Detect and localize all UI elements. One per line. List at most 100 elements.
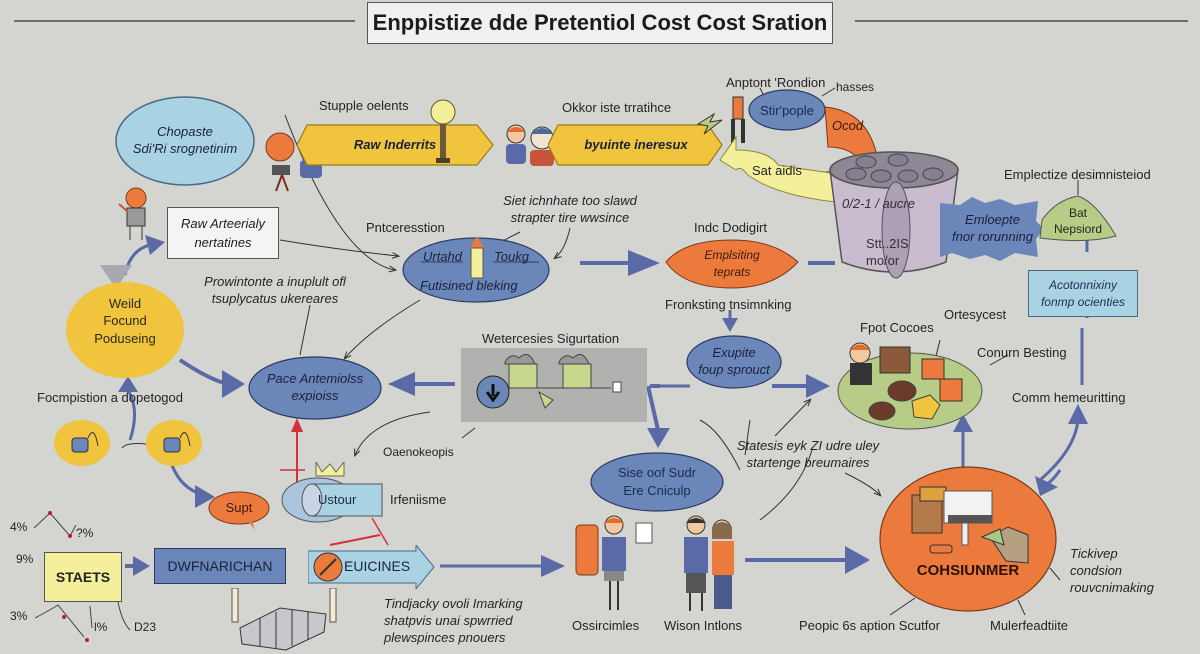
siet-line1: Siet ichnhate too slawd (503, 193, 637, 208)
comm-hemeuritting-label: Comm hemeuritting (1012, 390, 1126, 405)
pencil-icon (470, 236, 484, 279)
siet-label: Siet ichnhate too slawd strapter tire ww… (490, 193, 650, 227)
funnel-arrow-icon (100, 265, 132, 289)
tickivep-line1: Tickivep (1070, 546, 1118, 561)
percent-4: 4% (10, 520, 28, 534)
oaenokeopis-label: Oaenokeopis (383, 445, 454, 459)
emloepte-line2: fnor rorunning (952, 229, 1033, 244)
wetercesies-panel (461, 348, 647, 422)
statesis-line2: startenge breumaires (746, 454, 870, 470)
lightbulb-icon (430, 99, 456, 163)
sise-oof-line1: Sise oof Sudr (617, 464, 697, 480)
statesis-line1: Statesis eyk ZI udre uley (736, 438, 880, 453)
fronksting-label: Fronksting tnsimnking (665, 297, 792, 312)
sat-aidis-label: Sat aidis (752, 163, 802, 178)
emplectize-label: Emplectize desimnisteiod (1004, 167, 1151, 182)
emloepte-line1: Emloepte (965, 212, 1020, 228)
bat-node: Bat Nepsiord (1040, 200, 1116, 244)
cylinder-line2: Stt..2IS (866, 236, 909, 251)
peopic-label: Peopic 6s aption Scutfor (799, 618, 940, 633)
stupple-label: Stupple oelents (319, 98, 409, 113)
sise-oof-oval (590, 452, 724, 512)
tindjacky-label: Tindjacky ovoli Imarking shatpvis unai s… (384, 596, 523, 647)
ocod-label: Ocod (832, 118, 864, 133)
urtahd-left: Urtahd (423, 249, 463, 264)
pace-antemiolss-oval (248, 356, 382, 420)
cylinder-line1: 0/2-1 / aucre (842, 196, 915, 211)
focmpistion-label: Focmpistion a dopetogod (37, 390, 183, 405)
prowintonte-label: Prowintonte a inuplult ofl tsuplycatus u… (190, 274, 360, 308)
exupite-line2: foup sprouct (698, 362, 770, 377)
food-plate-illustration (837, 342, 983, 430)
raw-inderrits-node: Raw Inderrits (353, 136, 437, 152)
cylinder-line3: mo/or (866, 253, 900, 268)
consumer-node: COHSIUNMER (916, 562, 1020, 579)
sise-oof-line2: Ere Cniculp (623, 483, 691, 498)
plug-icon (731, 96, 745, 143)
chopaste-line2: Sdi'Ri srognetinim (132, 141, 238, 156)
mulerfeadtiite-label: Mulerfeadtiite (990, 618, 1069, 633)
stacked-tiles-illustration (231, 588, 337, 651)
hasses-label: hasses (836, 80, 875, 94)
chopaste-oval (115, 96, 255, 186)
cylinder-container (829, 151, 959, 279)
conurn-besting-label: Conurn Besting (977, 345, 1067, 360)
emloepte-node: Emloepte fnor rorunning (940, 195, 1045, 263)
stir-people-node: Stir'pople (760, 102, 814, 118)
raw-arteerialy-line1: Raw Arteerialy (180, 215, 266, 231)
pntceresstion-label: Pntceresstion (366, 220, 445, 235)
ustour-node: Ustour (318, 492, 357, 507)
statesis-label: Statesis eyk ZI udre uley startenge breu… (733, 438, 883, 472)
fpot-cocoes-label: Fpot Cocoes (860, 320, 934, 335)
supt-speech-bubble (208, 491, 270, 530)
pace-antemiolss-line2: expioiss (291, 388, 339, 403)
weild-line3: Poduseing (94, 330, 156, 346)
tindjacky-line2: shatpvis unai spwrried (384, 612, 513, 628)
chopaste-line1: Chopaste (157, 124, 213, 140)
emloepte-jagged-shape (940, 197, 1044, 261)
irfeniisme-label: Irfeniisme (390, 492, 447, 507)
weild-node: Weild Focund Poduseing (64, 286, 186, 356)
byuinte-node: byuinte ineresux (584, 136, 688, 152)
tindjacky-line3: plewspinces pnouers (384, 629, 506, 645)
diagram-title: Enppistize dde Pretentiol Cost Cost Srat… (367, 2, 833, 44)
thinking-person-icon (118, 187, 147, 240)
accotonnixiny-box: Acotonnixiny fonmp ocienties (1028, 270, 1138, 317)
accotonnixiny-line1: Acotonnixiny (1048, 277, 1118, 292)
ortesycest-label: Ortesycest (944, 307, 1007, 322)
bat-line2: Nepsiord (1053, 222, 1103, 236)
sise-oof-node: Sise oof Sudr Ere Cniculp (589, 451, 725, 513)
okkor-label: Okkor iste trratihce (562, 100, 672, 115)
emplsiting-leaf (665, 239, 799, 289)
percent-unknown: ?% (76, 526, 94, 540)
urtahd-bottom: Futisined bleking (420, 278, 518, 293)
emplsiting-line2: teprats (713, 265, 751, 279)
indc-label: Indc Dodigirt (694, 220, 767, 235)
percent-9: 9% (16, 552, 34, 566)
label-d23: D23 (134, 620, 157, 634)
raw-arteerialy-line2: nertatines (194, 235, 252, 250)
ossircimles-label: Ossircimles (572, 618, 640, 633)
consumer-circle (879, 466, 1057, 612)
tindjacky-line1: Tindjacky ovoli Imarking (384, 596, 523, 611)
accotonnixiny-line2: fonmp ocienties (1040, 294, 1126, 309)
pace-antemiolss-node: Pace Antemiolss expioiss (247, 355, 383, 421)
percent-3: 3% (10, 609, 28, 623)
percent-l: l% (94, 620, 108, 634)
siet-line2: strapter tire wwsince (510, 209, 630, 225)
two-people-icon (506, 124, 554, 166)
bat-line1: Bat (1068, 206, 1087, 221)
weild-circle (66, 282, 184, 378)
euicines-arrow (308, 545, 435, 589)
prowintonte-line2: tsuplycatus ukereares (211, 290, 339, 306)
emplsiting-line1: Emplsiting (704, 248, 760, 263)
emplsiting-node: Emplsiting teprats (664, 238, 800, 290)
people-group-illustration (575, 515, 734, 611)
prowintonte-line1: Prowintonte a inuplult ofl (204, 274, 346, 289)
dwfnarichan-box: DWFNARICHAN (154, 548, 286, 584)
euicines-node: EUICINES (344, 558, 411, 574)
exupite-node: Exupite foup sprouct (685, 334, 783, 390)
tickivep-line2: condsion (1070, 562, 1123, 578)
anptont-label: Anptont 'Rondion (726, 75, 826, 90)
lightning-icon (696, 112, 723, 135)
